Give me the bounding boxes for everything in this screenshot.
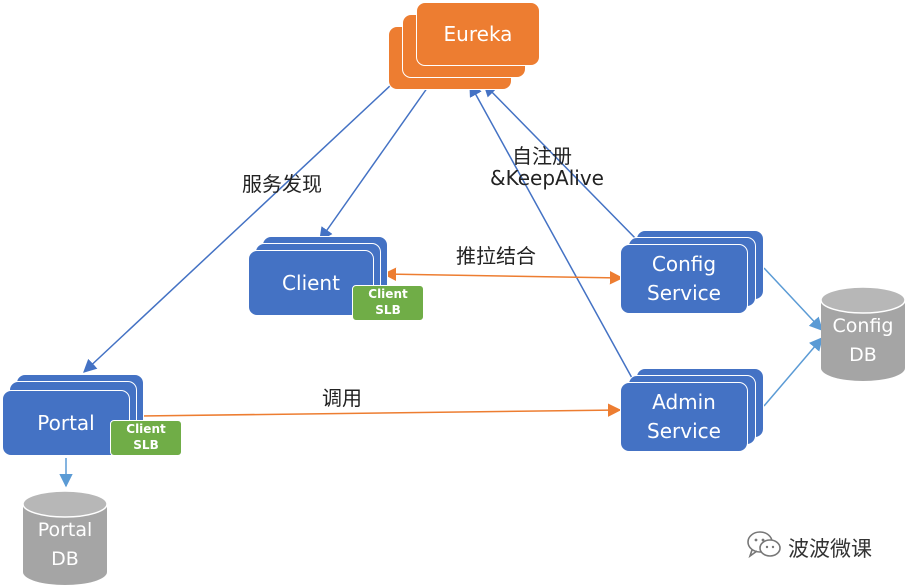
config-db-line2: DB [849, 343, 877, 366]
watermark-text: 波波微课 [788, 536, 872, 561]
client-label: Client [282, 270, 340, 295]
portal-db-line1: Portal [37, 519, 93, 541]
edge-eureka-to-portal [83, 83, 393, 373]
config-service-line1: Config [651, 252, 717, 276]
wechat-icon [746, 530, 782, 565]
admin-service-node: Admin Service [620, 368, 766, 452]
config-service-line2: Service [647, 281, 721, 305]
edge-eureka-to-client [319, 83, 431, 242]
slb-line1: Client [368, 287, 408, 302]
edge-config-service-to-db [763, 267, 823, 331]
edge-admin-service-to-eureka [469, 82, 633, 379]
portal-slb-badge: Client SLB [110, 420, 182, 456]
watermark: 波波微课 [746, 530, 872, 565]
config-service-node: Config Service [620, 230, 766, 314]
eureka-node: Eureka [388, 2, 544, 94]
invoke-label: 调用 [322, 386, 362, 410]
slb-line2: SLB [375, 303, 401, 317]
edge-portal-to-admin-service [139, 403, 622, 417]
slb-line1: Client [126, 422, 166, 437]
client-node: Client Client SLB [248, 236, 428, 322]
keepalive-label: &KeepAlive [490, 166, 604, 190]
portal-node: Portal Client SLB [2, 374, 186, 460]
portal-db-cylinder: Portal DB [22, 490, 108, 585]
config-db-cylinder: Config DB [820, 286, 906, 381]
portal-db-line2: DB [51, 547, 79, 570]
self-register-label: 自注册 [512, 144, 572, 168]
portal-label: Portal [37, 410, 95, 435]
edge-admin-service-to-db [763, 336, 823, 407]
push-pull-label: 推拉结合 [456, 244, 536, 268]
edge-config-service-to-eureka [483, 83, 638, 241]
slb-line2: SLB [133, 438, 159, 452]
admin-service-line1: Admin [652, 390, 716, 414]
admin-service-line2: Service [647, 419, 721, 443]
edge-client-config-service [382, 267, 624, 285]
config-db-line1: Config [832, 315, 894, 337]
discovery-label: 服务发现 [242, 172, 322, 196]
client-slb-badge: Client SLB [352, 285, 424, 321]
eureka-label: Eureka [443, 21, 513, 46]
